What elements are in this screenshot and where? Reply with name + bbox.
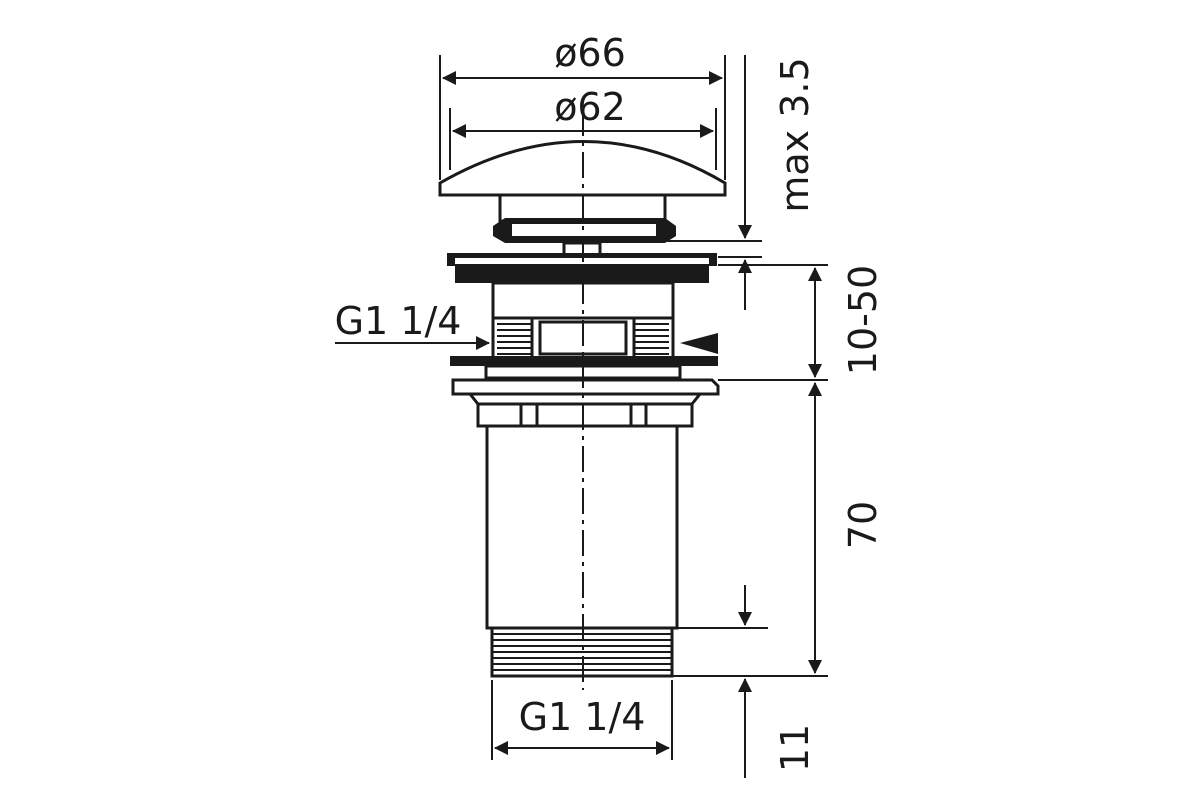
label-body-length: 70 [841,501,885,549]
label-clamp-range: 10-50 [841,265,885,375]
dim-cap-outer [439,55,726,180]
dim-clamp-range [718,264,828,381]
label-cap-outer-diameter: ø66 [554,31,626,75]
thread-lines-left [497,323,532,355]
lower-flange [451,378,720,428]
label-side-thread: G1 1/4 [335,299,462,343]
dim-thread-length [672,585,768,778]
label-max-gap: max 3.5 [773,57,817,212]
dim-bottom-thread [491,680,673,760]
hex-nut [476,402,694,428]
dim-side-thread [335,333,718,354]
label-cap-inner-diameter: ø62 [554,85,626,129]
lock-nut [450,356,718,366]
dim-cap-inner [449,108,717,170]
dim-max-gap [667,55,762,310]
dim-body-length [672,382,828,677]
label-thread-length: 11 [773,724,817,772]
thread-lines-right [634,323,669,355]
label-bottom-thread: G1 1/4 [519,695,646,739]
